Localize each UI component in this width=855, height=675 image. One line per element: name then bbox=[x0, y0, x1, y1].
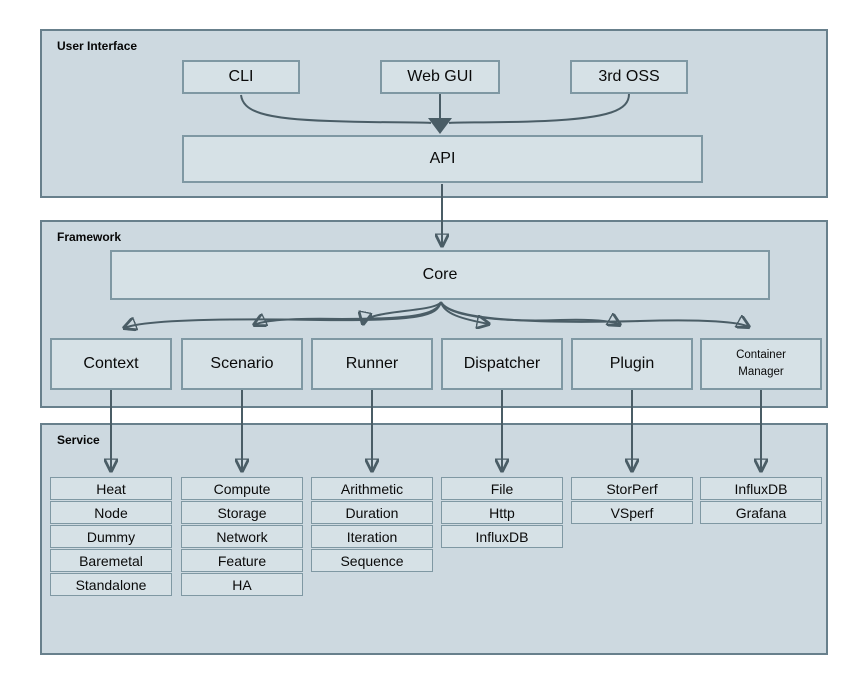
service-column-scenario: Compute Storage Network Feature HA bbox=[181, 477, 303, 597]
box-container-manager: Container Manager bbox=[700, 338, 822, 390]
box-context: Context bbox=[50, 338, 172, 390]
section-user-interface-label: User Interface bbox=[57, 39, 138, 53]
service-column-container-manager: InfluxDB Grafana bbox=[700, 477, 822, 525]
box-cli: CLI bbox=[182, 60, 300, 94]
service-item: VSperf bbox=[571, 501, 693, 524]
service-item: HA bbox=[181, 573, 303, 596]
service-item: Baremetal bbox=[50, 549, 172, 572]
box-web-gui: Web GUI bbox=[380, 60, 500, 94]
box-core: Core bbox=[110, 250, 770, 300]
section-service-label: Service bbox=[57, 433, 100, 447]
box-plugin: Plugin bbox=[571, 338, 693, 390]
service-item: Http bbox=[441, 501, 563, 524]
service-item: Network bbox=[181, 525, 303, 548]
service-column-context: Heat Node Dummy Baremetal Standalone bbox=[50, 477, 172, 597]
service-item: Sequence bbox=[311, 549, 433, 572]
service-item: Storage bbox=[181, 501, 303, 524]
service-item: Dummy bbox=[50, 525, 172, 548]
service-item: Duration bbox=[311, 501, 433, 524]
box-runner: Runner bbox=[311, 338, 433, 390]
box-scenario: Scenario bbox=[181, 338, 303, 390]
service-item: Grafana bbox=[700, 501, 822, 524]
service-column-runner: Arithmetic Duration Iteration Sequence bbox=[311, 477, 433, 573]
service-item: Standalone bbox=[50, 573, 172, 596]
service-item: InfluxDB bbox=[700, 477, 822, 500]
service-item: Arithmetic bbox=[311, 477, 433, 500]
service-item: Heat bbox=[50, 477, 172, 500]
box-api: API bbox=[182, 135, 703, 183]
box-3rd-oss: 3rd OSS bbox=[570, 60, 688, 94]
section-framework-label: Framework bbox=[57, 230, 122, 244]
box-container-manager-label: Container Manager bbox=[736, 349, 786, 378]
service-column-plugin: StorPerf VSperf bbox=[571, 477, 693, 525]
service-item: StorPerf bbox=[571, 477, 693, 500]
service-item: InfluxDB bbox=[441, 525, 563, 548]
service-column-dispatcher: File Http InfluxDB bbox=[441, 477, 563, 549]
service-item: Feature bbox=[181, 549, 303, 572]
service-item: Iteration bbox=[311, 525, 433, 548]
service-item: Compute bbox=[181, 477, 303, 500]
service-item: Node bbox=[50, 501, 172, 524]
service-item: File bbox=[441, 477, 563, 500]
box-dispatcher: Dispatcher bbox=[441, 338, 563, 390]
